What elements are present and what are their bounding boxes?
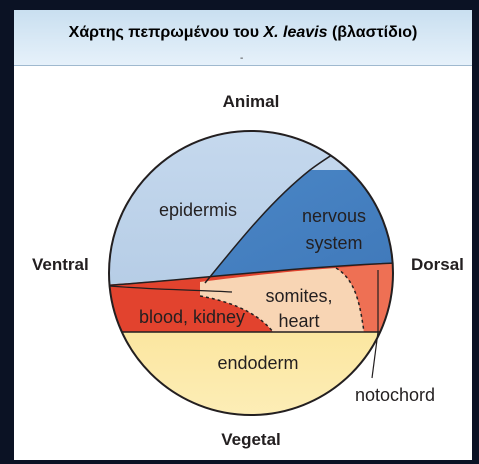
somites-label-line-2: heart <box>278 311 319 331</box>
nervous-label-line-1: nervous <box>302 206 366 226</box>
nervous-label-line-2: system <box>305 233 362 253</box>
vegetal-label: Vegetal <box>221 430 281 449</box>
endoderm-region <box>100 332 410 422</box>
blood-kidney-label: blood, kidney <box>139 307 245 327</box>
dorsal-label: Dorsal <box>411 255 464 274</box>
endoderm-label: endoderm <box>217 353 298 373</box>
notochord-label: notochord <box>355 385 435 405</box>
somites-label-line-1: somites, <box>265 286 332 306</box>
ventral-label: Ventral <box>32 255 89 274</box>
epidermis-label: epidermis <box>159 200 237 220</box>
animal-label: Animal <box>223 92 280 111</box>
